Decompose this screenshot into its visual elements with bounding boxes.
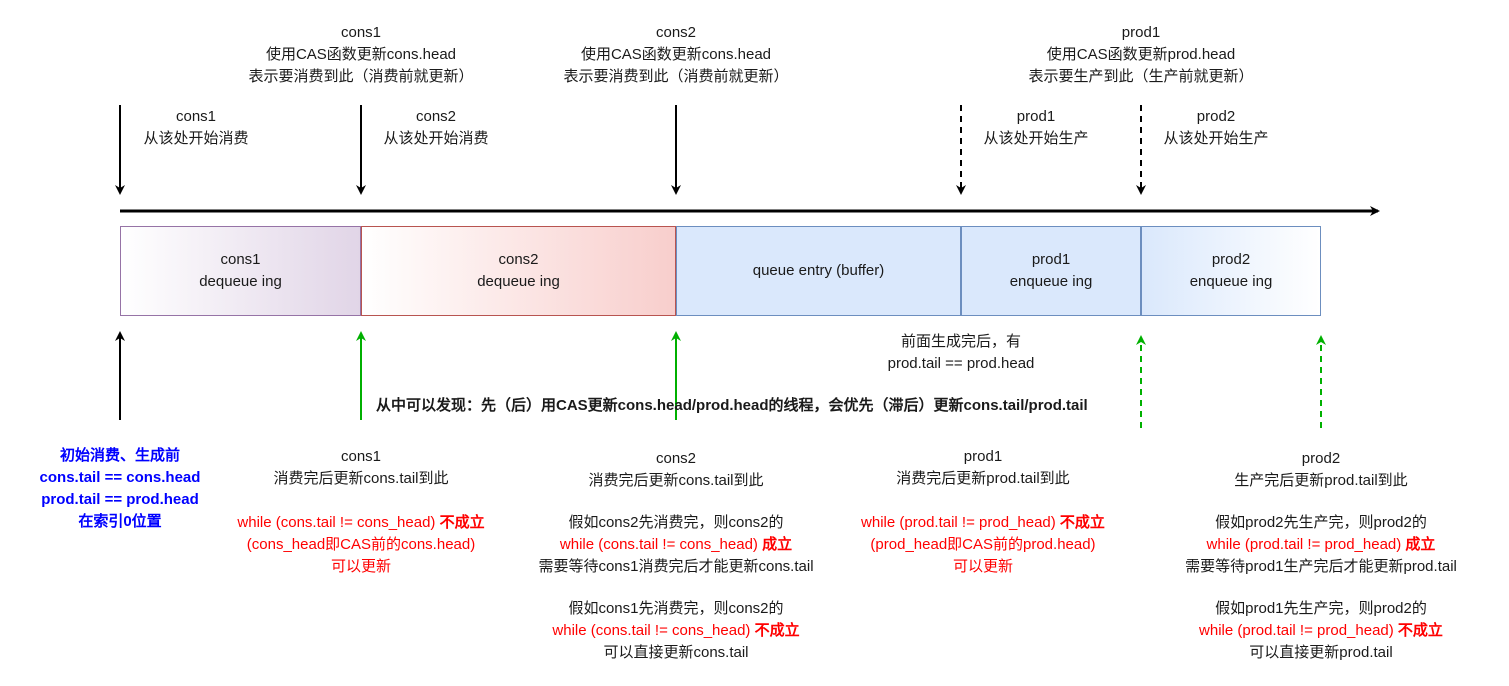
label-line: (cons_head即CAS前的cons.head): [246, 536, 476, 553]
condition: while (cons.tail != cons_head): [237, 514, 440, 531]
label-line: cons2: [655, 450, 697, 467]
condition: while (prod.tail != prod_head): [861, 514, 1060, 531]
label-line: 需要等待prod1生产完后才能更新prod.tail: [1185, 558, 1457, 575]
condition-result: 不成立: [1059, 514, 1105, 531]
label-line: 假如prod1先生产完，则prod2的: [1215, 600, 1427, 617]
box-label: cons1: [220, 251, 261, 268]
cons2-dequeue-box: cons2 dequeue ing: [361, 226, 676, 316]
label-line: 在索引0位置: [78, 513, 162, 530]
label-line: 可以直接更新prod.tail: [1249, 644, 1393, 661]
label-line: 需要等待cons1消费完后才能更新cons.tail: [538, 558, 814, 575]
label-line: 使用CAS函数更新cons.head: [580, 46, 772, 63]
label-line: prod1: [963, 448, 1003, 465]
label-line: 可以直接更新cons.tail: [603, 644, 749, 661]
box-label: dequeue ing: [199, 273, 282, 290]
label-line: cons1: [340, 24, 382, 41]
prod1-head-label: prod1 使用CAS函数更新prod.head 表示要生产到此（生产前就更新）: [1028, 22, 1253, 88]
label-line: 假如cons2先消费完，则cons2的: [568, 514, 784, 531]
label-line: 可以更新: [952, 558, 1014, 575]
label-line: 从该处开始生产: [1163, 130, 1269, 147]
condition-result: 成立: [1405, 536, 1436, 553]
cons2-tail-label: cons2 消费完后更新cons.tail到此 假如cons2先消费完，则con…: [538, 448, 813, 664]
label-line: 从该处开始消费: [383, 130, 489, 147]
queue-entry-box: queue entry (buffer): [676, 226, 961, 316]
condition-result: 不成立: [439, 514, 485, 531]
label-line: 假如cons1先消费完，则cons2的: [568, 600, 784, 617]
label-line: prod.tail == prod.head: [41, 491, 199, 508]
cons2-start-label: cons2 从该处开始消费: [383, 106, 488, 150]
prod1-enqueue-box: prod1 enqueue ing: [961, 226, 1141, 316]
prod1-tail-label: prod1 消费完后更新prod.tail到此 while (prod.tail…: [861, 446, 1105, 578]
box-label: prod1: [1031, 251, 1071, 268]
label-line: cons1: [175, 108, 217, 125]
label-line: prod1: [1016, 108, 1056, 125]
condition: while (cons.tail != cons_head): [552, 622, 755, 639]
cons2-head-label: cons2 使用CAS函数更新cons.head 表示要消费到此（消费前就更新）: [563, 22, 788, 88]
condition-result: 不成立: [754, 622, 800, 639]
cons1-tail-label: cons1 消费完后更新cons.tail到此 while (cons.tail…: [237, 446, 484, 578]
label-line: 消费完后更新prod.tail到此: [896, 470, 1070, 487]
label-line: 消费完后更新cons.tail到此: [588, 472, 764, 489]
label-line: prod1: [1121, 24, 1161, 41]
box-label: queue entry (buffer): [752, 262, 885, 279]
box-label: prod2: [1211, 251, 1251, 268]
label-line: cons1: [340, 448, 382, 465]
prod1-start-label: prod1 从该处开始生产: [983, 106, 1088, 150]
label-line: cons.tail == cons.head: [39, 469, 201, 486]
label-line: cons2: [655, 24, 697, 41]
label-line: 生产完后更新prod.tail到此: [1234, 472, 1408, 489]
condition: while (prod.tail != prod_head): [1199, 622, 1398, 639]
label-line: prod2: [1196, 108, 1236, 125]
prod2-start-label: prod2 从该处开始生产: [1163, 106, 1268, 150]
conclusion-text: 从中可以发现：先（后）用CAS更新cons.head/prod.head的线程，…: [376, 397, 1088, 414]
prod-note: 前面生成完后，有 prod.tail == prod.head: [888, 331, 1035, 375]
box-label: enqueue ing: [1189, 273, 1273, 290]
label-line: 假如prod2先生产完，则prod2的: [1215, 514, 1427, 531]
prod2-tail-label: prod2 生产完后更新prod.tail到此 假如prod2先生产完，则pro…: [1185, 448, 1457, 664]
label-line: 初始消费、生成前: [59, 447, 180, 464]
label-line: 可以更新: [330, 558, 391, 575]
label-line: cons2: [415, 108, 457, 125]
condition: while (prod.tail != prod_head): [1206, 536, 1406, 553]
label-line: 从该处开始生产: [983, 130, 1089, 147]
label-line: prod2: [1301, 450, 1341, 467]
label-line: (prod_head即CAS前的prod.head): [870, 536, 1096, 553]
label-line: 使用CAS函数更新prod.head: [1046, 46, 1236, 63]
cons1-head-label: cons1 使用CAS函数更新cons.head 表示要消费到此（消费前就更新）: [248, 22, 473, 88]
box-label: enqueue ing: [1009, 273, 1093, 290]
box-label: cons2: [498, 251, 539, 268]
condition: while (cons.tail != cons_head): [559, 536, 763, 553]
cons1-dequeue-box: cons1 dequeue ing: [120, 226, 361, 316]
label-line: 从该处开始消费: [143, 130, 249, 147]
label-line: 表示要生产到此（生产前就更新）: [1028, 68, 1254, 85]
label-line: 表示要消费到此（消费前就更新）: [248, 68, 474, 85]
condition-result: 不成立: [1397, 622, 1443, 639]
label-line: 使用CAS函数更新cons.head: [265, 46, 457, 63]
cons1-start-label: cons1 从该处开始消费: [143, 106, 248, 150]
label-line: 消费完后更新cons.tail到此: [273, 470, 449, 487]
label-line: 前面生成完后，有: [900, 333, 1021, 350]
label-line: 表示要消费到此（消费前就更新）: [563, 68, 789, 85]
label-line: prod.tail == prod.head: [887, 355, 1035, 372]
condition-result: 成立: [762, 536, 793, 553]
box-label: dequeue ing: [477, 273, 560, 290]
initial-state-label: 初始消费、生成前 cons.tail == cons.head prod.tai…: [40, 445, 201, 533]
prod2-enqueue-box: prod2 enqueue ing: [1141, 226, 1321, 316]
